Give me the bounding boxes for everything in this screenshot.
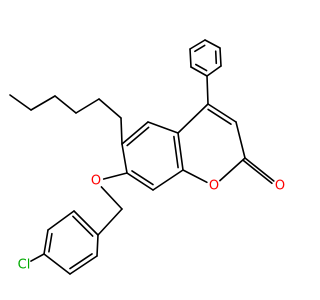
- bond-hx1-hx2: [98, 98, 122, 119]
- bond-o_ring-c8a: [182, 169, 208, 184]
- bond-ar2-ar3: [47, 210, 75, 231]
- atom-label-o_ring: O: [209, 179, 219, 194]
- bond-c4a-c5: [147, 121, 179, 134]
- bond-c4a-c4: [177, 103, 209, 134]
- molecule-drawing: O O O Cl: [9, 39, 285, 275]
- bond-ph6-ph1: [189, 39, 206, 50]
- structure-diagram: O O O Cl: [9, 39, 285, 275]
- bond-ar3-ar4: [43, 229, 49, 255]
- bond-c2-o_carbonyl-second: [242, 159, 273, 185]
- bond-c4-c3: [207, 103, 237, 123]
- bond-c4-c3-second: [207, 108, 232, 125]
- bond-c8a-c4a: [177, 132, 184, 171]
- bond-ph3-ph4: [206, 65, 222, 77]
- bond-ar4-ar5: [43, 253, 71, 275]
- bond-ph4-ph5: [190, 66, 208, 77]
- bond-hx5-hx6: [9, 94, 32, 111]
- bond-c5-c6-second: [126, 126, 150, 147]
- bond-c3-c2: [235, 121, 246, 159]
- bond-ph6-ph1-second: [194, 44, 206, 53]
- bond-hx4-hx5: [30, 95, 56, 111]
- bond-c8a-c4a-second: [173, 135, 179, 169]
- atom-label-layer: O O O Cl: [18, 174, 285, 273]
- bond-ar5-ar6: [69, 255, 98, 275]
- bond-ar4-cl: [30, 253, 45, 262]
- bond-ph5-ph6: [189, 48, 192, 68]
- bond-c6-hx1: [120, 117, 123, 145]
- bond-ph4-c4: [206, 75, 209, 105]
- bond-c5-c6: [121, 121, 149, 145]
- bond-ar6-ar1: [96, 234, 99, 257]
- bond-c2-o_ring: [219, 157, 246, 182]
- bond-ar1-ar2-second: [72, 215, 94, 237]
- bond-layer: [9, 39, 275, 275]
- atom-label-o_ether: O: [91, 174, 101, 189]
- bond-c7-c8-second: [131, 170, 154, 186]
- bond-ph4-ph5-second: [195, 63, 208, 72]
- bond-hx2-hx3: [75, 98, 100, 114]
- atom-label-cl: Cl: [18, 258, 31, 273]
- bond-c7-c8: [126, 172, 154, 191]
- bond-ar3-ar4-second: [48, 232, 53, 253]
- bond-ph2-ph3: [219, 47, 222, 67]
- bond-c7-o_ether: [102, 172, 128, 180]
- bond-o_ether-ch2: [100, 186, 123, 210]
- bond-ph2-ph3-second: [214, 50, 218, 65]
- bond-ch2-ar1: [97, 208, 123, 236]
- bond-ph1-ph2: [204, 39, 221, 49]
- bond-hx3-hx4: [54, 95, 77, 114]
- bond-ar5-ar6-second: [69, 253, 93, 270]
- bond-ar1-ar2: [73, 210, 99, 236]
- bond-c6-c7: [121, 143, 128, 174]
- atom-label-o_carbonyl: O: [275, 179, 285, 194]
- bond-c8-c8a: [152, 169, 184, 191]
- bond-c2-o_carbonyl: [244, 157, 275, 182]
